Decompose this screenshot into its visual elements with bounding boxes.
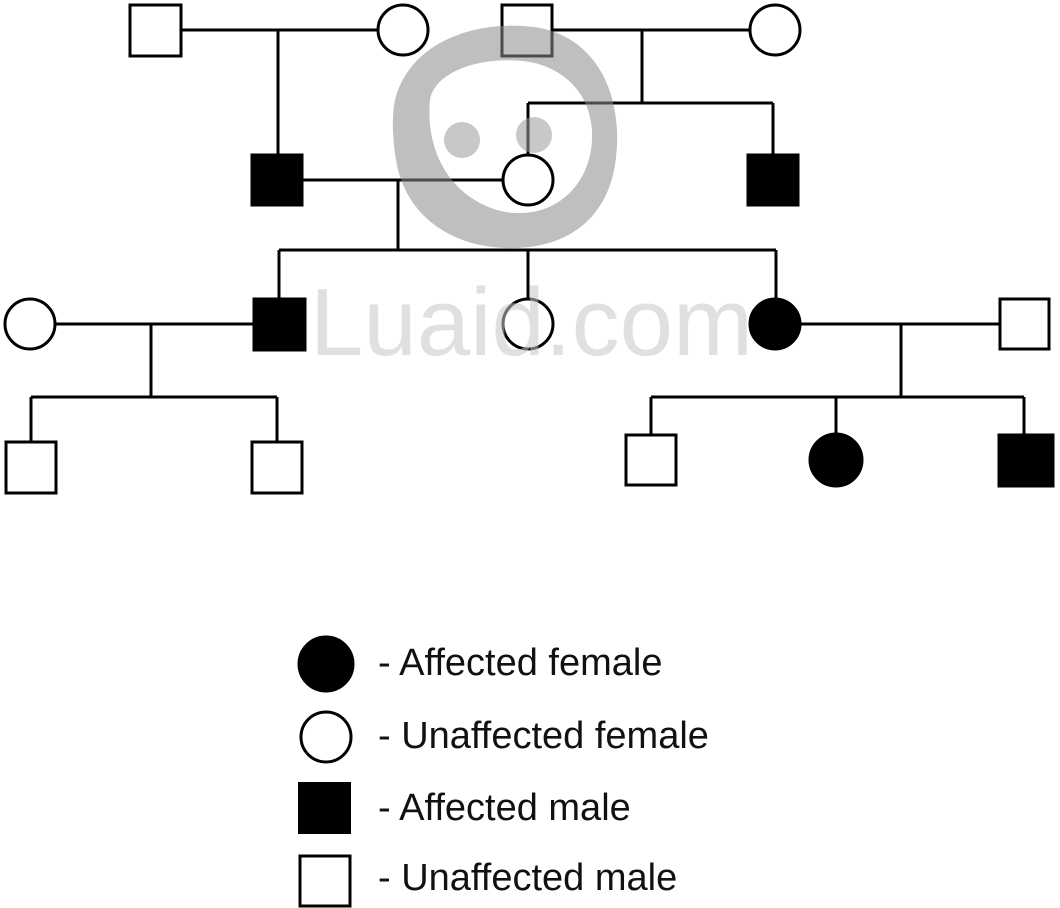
unaffected-female — [3, 297, 57, 351]
watermark-text: Luaid.com — [310, 269, 753, 376]
unaffected-female — [501, 297, 555, 351]
pedigree-lines — [29, 28, 1026, 442]
legend-unaffected-male-icon — [298, 854, 352, 908]
legend: - Affected female - Unaffected female - … — [297, 635, 709, 908]
watermark-eye — [516, 117, 552, 153]
legend-unaffected-female-icon — [299, 710, 353, 764]
affected-male — [250, 153, 304, 207]
legend-affected-female-label: - Affected female — [378, 642, 662, 684]
unaffected-male — [624, 433, 678, 487]
unaffected-male — [128, 3, 183, 58]
legend-affected-male-icon — [298, 782, 351, 834]
unaffected-male — [998, 297, 1051, 351]
affected-male — [252, 297, 307, 352]
watermark: Luaid.com — [310, 25, 753, 376]
affected-female — [748, 297, 802, 351]
affected-male — [997, 433, 1055, 488]
affected-male — [746, 153, 800, 207]
watermark-logo — [392, 25, 618, 249]
unaffected-female — [748, 3, 802, 57]
unaffected-male — [4, 440, 58, 495]
unaffected-female — [376, 3, 430, 57]
watermark-eye — [444, 122, 480, 158]
legend-unaffected-female-label: - Unaffected female — [378, 715, 709, 757]
unaffected-female — [501, 153, 555, 207]
pedigree-individuals — [3, 3, 1055, 495]
affected-female — [808, 432, 864, 488]
legend-affected-female-icon — [297, 635, 355, 693]
legend-affected-male-label: - Affected male — [378, 787, 631, 829]
legend-unaffected-male-label: - Unaffected male — [378, 857, 677, 899]
unaffected-male — [250, 440, 304, 495]
